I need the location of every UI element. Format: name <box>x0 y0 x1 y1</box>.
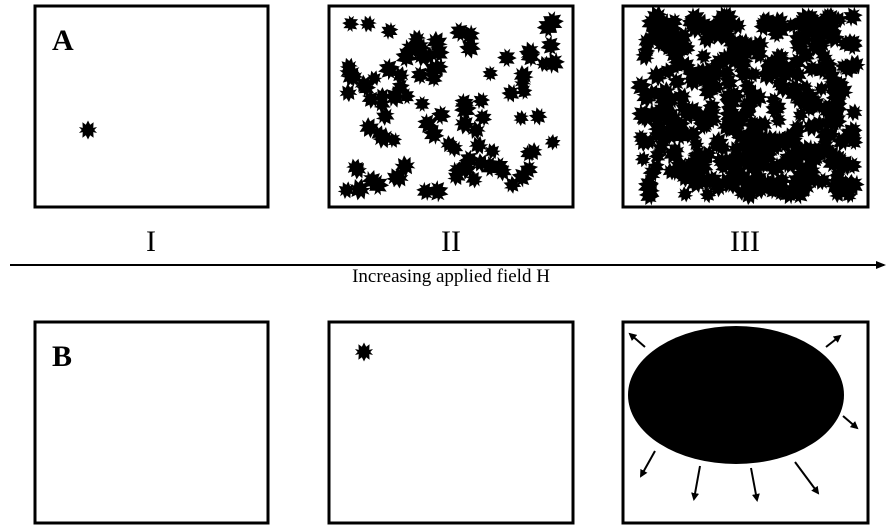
stage-label-i: I <box>146 225 156 258</box>
reversed-domain-ellipse <box>628 326 844 464</box>
row-b: B <box>35 322 868 523</box>
stage-labels: I II III <box>146 225 760 258</box>
row-label-a: A <box>52 24 74 57</box>
row-label-b: B <box>52 340 72 373</box>
field-axis-label: Increasing applied field H <box>352 266 550 287</box>
field-axis: Increasing applied field H <box>10 265 884 287</box>
stage-label-ii: II <box>441 225 461 258</box>
stage-label-iii: III <box>730 225 760 258</box>
row-a: A <box>35 2 869 210</box>
